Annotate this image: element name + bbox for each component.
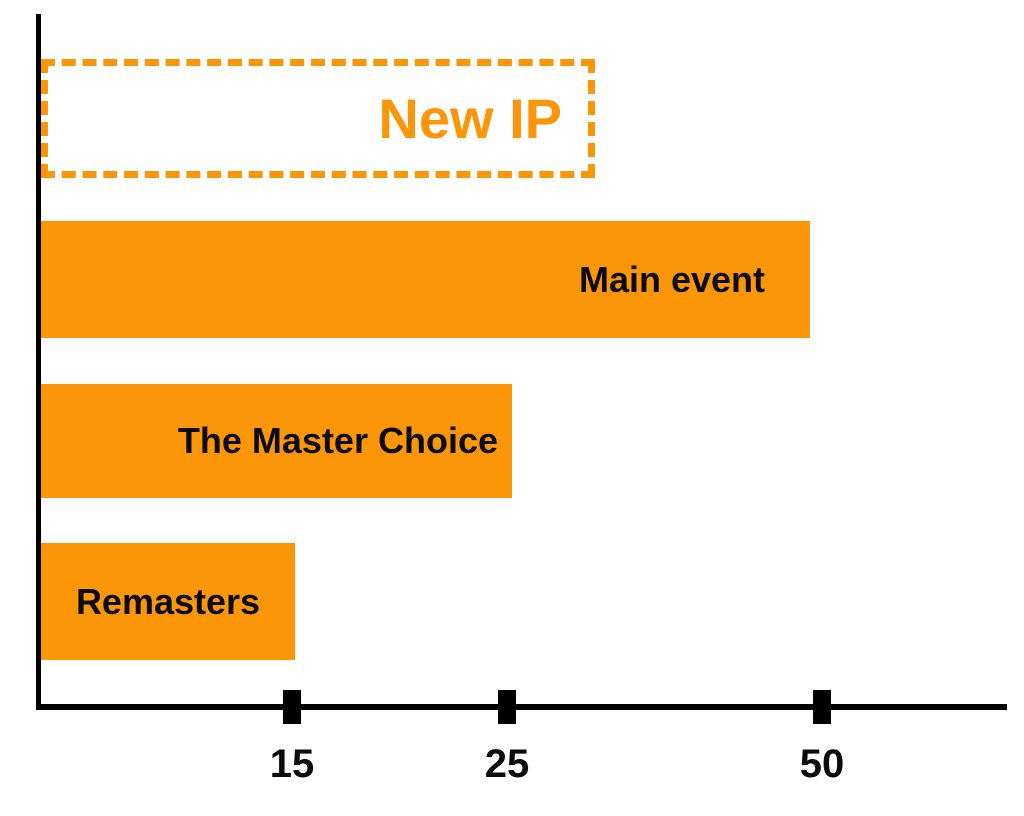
x-tick-label-15: 15 [269, 742, 315, 786]
x-tick-label-50: 50 [799, 742, 845, 786]
bar-remasters: Remasters [41, 543, 295, 660]
bar-label-the-master-choice: The Master Choice [177, 420, 498, 461]
x-axis-line [36, 704, 1007, 710]
x-tick-mark-25 [498, 690, 516, 724]
bar-label-remasters: Remasters [75, 580, 261, 622]
x-tick-mark-50 [813, 690, 831, 724]
bar-label-new-ip: New IP [378, 86, 562, 150]
bar-new-ip: New IP [41, 59, 595, 178]
bar-label-main-event: Main event [578, 258, 765, 300]
bar-main-event: Main event [41, 221, 810, 338]
x-tick-mark-15 [283, 690, 301, 724]
bar-the-master-choice: The Master Choice [41, 384, 512, 498]
x-tick-label-25: 25 [484, 742, 530, 786]
y-axis-line [36, 14, 41, 710]
